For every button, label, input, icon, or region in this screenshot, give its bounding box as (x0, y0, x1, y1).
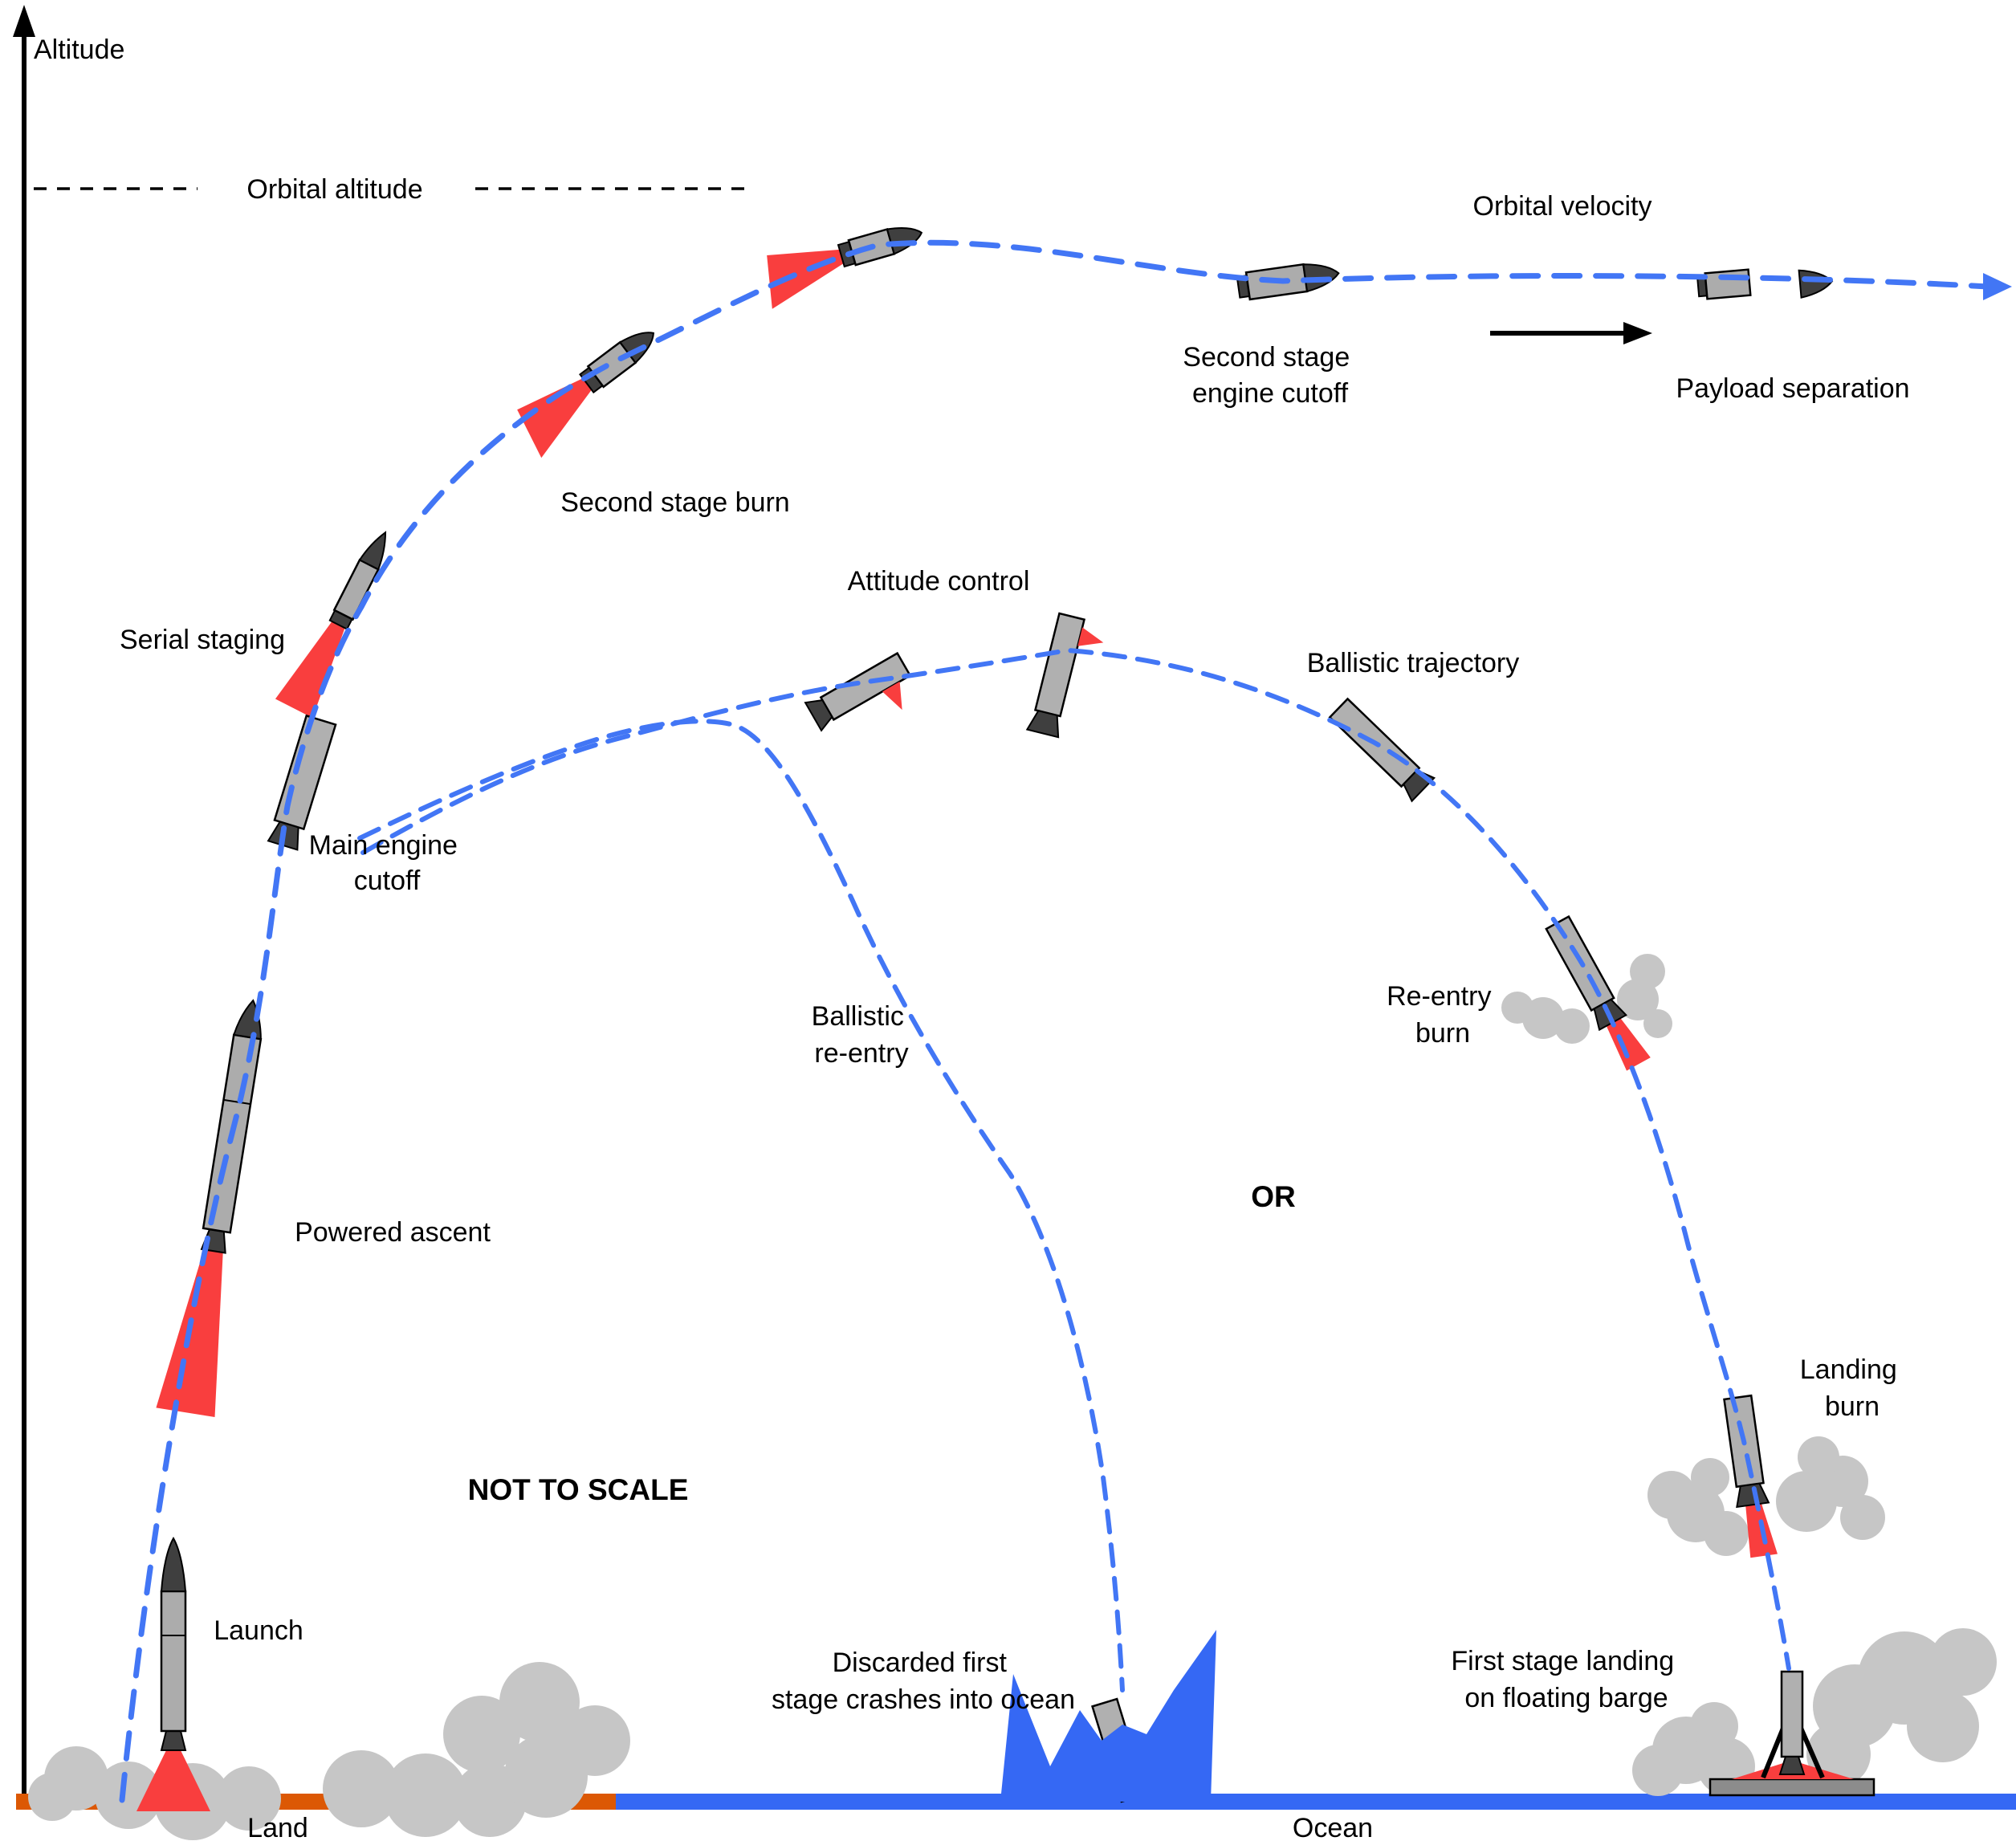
rocket-body (160, 1590, 187, 1733)
smoke-puff (1630, 954, 1665, 989)
ballistic-reentry-label: Ballistic re-entry (812, 1001, 912, 1069)
smoke-puff (1647, 1471, 1696, 1519)
smoke-puff (1501, 992, 1533, 1024)
engine-flame (156, 1249, 223, 1417)
smoke-puff (217, 1766, 281, 1831)
rocket-nose-cone (160, 1536, 187, 1592)
engine-flame (136, 1749, 210, 1811)
smoke-puff (499, 1662, 580, 1742)
discarded-first-stage-label: Discarded first stage crashes into ocean (772, 1648, 1075, 1715)
powered-ascent-label: Powered ascent (295, 1217, 491, 1248)
altitude-axis-label: Altitude (34, 35, 124, 65)
barge-branch-trajectory-path (360, 647, 1791, 1671)
launch-rocket (136, 1536, 210, 1811)
or-label: OR (1251, 1180, 1296, 1213)
ballistic-trajectory-booster (1328, 697, 1436, 803)
rocket-body (1033, 612, 1086, 718)
smoke-puff (1554, 1008, 1590, 1044)
attitude-thruster-flame (1077, 627, 1104, 646)
smoke-puff (443, 1696, 520, 1773)
payload-module (1696, 268, 1752, 300)
ocean-splash (1000, 1630, 1216, 1802)
rocket-body (1780, 1670, 1804, 1758)
engine-flame (767, 249, 844, 309)
smoke-puff (95, 1762, 162, 1829)
nose-cone-shape (1798, 269, 1834, 299)
payload-nose-cone (1798, 269, 1834, 299)
smoke-puff (1690, 1702, 1738, 1750)
stage-separation-line (223, 1098, 251, 1106)
altitude-axis (13, 5, 35, 1808)
ocean-strip (616, 1794, 2016, 1810)
launch-smoke-cloud (28, 1662, 630, 1840)
payload-separation-label: Payload separation (1676, 373, 1909, 404)
smoke-puff (560, 1705, 630, 1776)
engine-nozzle (160, 1730, 187, 1751)
payload-body (1704, 268, 1752, 300)
first-stage-landing-label: First stage landing on floating barge (1451, 1646, 1681, 1713)
engine-nozzle (804, 699, 833, 732)
smoke-puff (1617, 979, 1659, 1020)
launch-label: Launch (214, 1615, 303, 1646)
axis-arrow-icon (13, 5, 35, 37)
smoke-puff (1907, 1690, 1979, 1762)
smoke-puff (1704, 1511, 1749, 1556)
engine-nozzle (1778, 1756, 1806, 1775)
landing-barge (1709, 1670, 1875, 1797)
ballistic-trajectory-label: Ballistic trajectory (1307, 648, 1520, 678)
barge-platform (1709, 1778, 1875, 1797)
rocket-nose-cone (886, 227, 923, 255)
smoke-puff (1840, 1495, 1885, 1540)
ocean-label: Ocean (1293, 1813, 1373, 1841)
powered-ascent-rocket (156, 999, 263, 1417)
engine-flame (517, 378, 592, 458)
serial-staging-second-stage (275, 531, 387, 719)
orbital-velocity-label: Orbital velocity (1473, 191, 1652, 222)
orbital-altitude-label: Orbital altitude (246, 174, 422, 205)
second-stage-burn-rocket-1 (517, 332, 654, 458)
serial-staging-label: Serial staging (120, 625, 285, 655)
rocket-nose-cone (1302, 263, 1340, 293)
landing-burn-smoke-cloud (1647, 1436, 1885, 1556)
ascent-trajectory-path (119, 239, 1991, 1803)
smoke-puff (1643, 1009, 1672, 1038)
engine-flame (1606, 1018, 1651, 1071)
smoke-puff (1798, 1436, 1839, 1478)
second-stage-burn-rocket-2 (767, 227, 923, 309)
smoke-puff (384, 1753, 467, 1837)
velocity-arrow-icon (1490, 322, 1652, 344)
main-engine-cutoff-label: Main engine cutoff (309, 830, 466, 896)
trajectory-arrowhead-icon (1983, 273, 2012, 300)
smoke-puff (323, 1750, 400, 1827)
landing-leg (1761, 1725, 1786, 1779)
velocity-arrow-head (1623, 322, 1652, 344)
smoke-puff (28, 1773, 76, 1821)
reentry-burn-label: Re-entry burn (1387, 981, 1499, 1049)
second-stage-engine-cutoff-label: Second stage engine cutoff (1183, 342, 1357, 409)
rocket-nose-cone (358, 531, 387, 571)
smoke-puff (1691, 1458, 1729, 1497)
attitude-control-label: Attitude control (848, 566, 1030, 597)
second-stage-burn-label: Second stage burn (560, 487, 789, 518)
land-label: Land (247, 1813, 308, 1841)
smoke-puff (1632, 1745, 1684, 1796)
smoke-puff (1929, 1628, 1997, 1696)
reentry-smoke-cloud (1501, 954, 1672, 1044)
attitude-control-booster-2 (1025, 612, 1104, 739)
engine-flame (275, 621, 345, 719)
engine-nozzle (1025, 710, 1060, 739)
ocean-branch-trajectory-path (357, 719, 1125, 1692)
attitude-thruster-flame (882, 681, 902, 711)
engine-nozzle (1736, 1482, 1770, 1509)
not-to-scale-label: NOT TO SCALE (468, 1473, 689, 1506)
landing-leg (1798, 1725, 1825, 1779)
attitude-control-booster-1 (804, 651, 912, 732)
landing-burn-label: Landing burn (1800, 1354, 1904, 1422)
